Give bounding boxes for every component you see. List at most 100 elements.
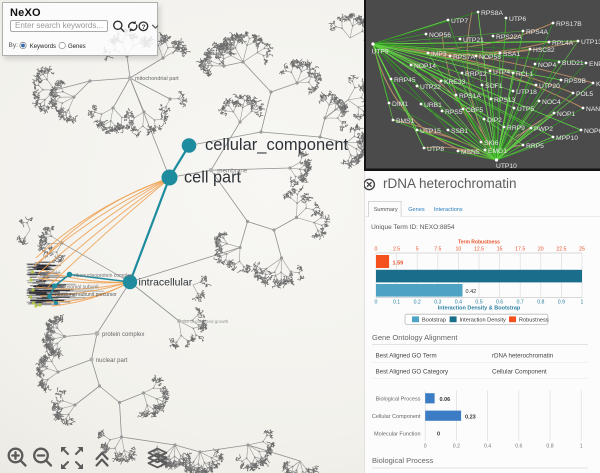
svg-text:15: 15 — [497, 247, 503, 253]
svg-text:RRP5: RRP5 — [526, 143, 544, 150]
svg-text:0.6: 0.6 — [515, 444, 522, 450]
svg-text:UTP5: UTP5 — [517, 106, 534, 113]
svg-text:protein complex: protein complex — [102, 332, 144, 338]
svg-text:RPS5: RPS5 — [445, 109, 463, 116]
svg-text:12.5: 12.5 — [474, 247, 484, 253]
svg-text:Biological Process: Biological Process — [376, 397, 421, 403]
svg-text:EMG1: EMG1 — [488, 148, 507, 155]
svg-text:Bootstrap: Bootstrap — [422, 318, 446, 324]
svg-text:Keywords: Keywords — [30, 44, 56, 50]
svg-text:Best Aligned GO Category: Best Aligned GO Category — [376, 369, 449, 376]
svg-text:CBF5: CBF5 — [466, 107, 483, 114]
svg-text:0.8: 0.8 — [537, 300, 544, 306]
svg-text:0.4: 0.4 — [455, 300, 462, 306]
svg-text:KRE33: KRE33 — [444, 79, 465, 86]
svg-text:UTP13: UTP13 — [581, 39, 600, 46]
svg-text:ENP1: ENP1 — [589, 61, 600, 68]
svg-text:NOP14: NOP14 — [414, 63, 436, 70]
svg-text:1: 1 — [580, 444, 583, 450]
svg-text:?: ? — [142, 24, 146, 31]
svg-text:RPS7A: RPS7A — [453, 54, 475, 61]
svg-text:BMS1: BMS1 — [396, 118, 414, 125]
svg-text:7.5: 7.5 — [434, 247, 441, 253]
svg-text:Robustness: Robustness — [519, 318, 549, 324]
svg-text:PWP2: PWP2 — [534, 126, 553, 133]
svg-text:Molecular Function: Molecular Function — [374, 431, 420, 437]
svg-text:UTP8: UTP8 — [427, 146, 444, 153]
svg-text:0: 0 — [437, 432, 440, 438]
svg-text:RPS17B: RPS17B — [556, 21, 582, 28]
svg-text:NOP56: NOP56 — [429, 32, 451, 39]
svg-text:SSA1: SSA1 — [503, 51, 520, 58]
svg-text:UTP6: UTP6 — [509, 16, 526, 23]
svg-text:IMP3: IMP3 — [431, 51, 447, 58]
svg-text:UTP7: UTP7 — [451, 18, 468, 25]
svg-text:POL5: POL5 — [576, 91, 593, 98]
svg-text:KRI1: KRI1 — [596, 81, 600, 88]
svg-text:SKI6: SKI6 — [484, 140, 499, 147]
svg-text:Cellular Component: Cellular Component — [492, 369, 547, 376]
svg-text:RCL1: RCL1 — [516, 71, 533, 78]
svg-text:Interaction Density: Interaction Density — [460, 318, 507, 324]
svg-text:22.5: 22.5 — [556, 247, 566, 253]
svg-text:0: 0 — [424, 444, 427, 450]
svg-text:ribosomal subunit: ribosomal subunit — [60, 285, 100, 291]
svg-text:0: 0 — [375, 300, 378, 306]
svg-text:RPS4A: RPS4A — [526, 29, 548, 36]
svg-text:RPS9B: RPS9B — [564, 78, 586, 85]
svg-text:UTP9: UTP9 — [372, 49, 389, 56]
svg-text:1: 1 — [581, 300, 584, 306]
svg-text:MSN5: MSN5 — [461, 149, 480, 156]
svg-text:RPS1A: RPS1A — [459, 93, 481, 100]
svg-text:ribosomal subunit precursor: ribosomal subunit precursor — [55, 292, 117, 298]
svg-text:mitochondrial part: mitochondrial part — [135, 76, 179, 82]
svg-text:0: 0 — [375, 247, 378, 253]
svg-text:Unique Term ID: NEXO:8854: Unique Term ID: NEXO:8854 — [371, 224, 455, 231]
svg-text:Best Aligned GO Term: Best Aligned GO Term — [376, 353, 437, 360]
svg-text:UTP18: UTP18 — [516, 89, 537, 96]
svg-text:DIM1: DIM1 — [392, 101, 408, 108]
svg-text:NOP58: NOP58 — [479, 54, 501, 61]
svg-text:cellular_component: cellular_component — [205, 136, 349, 154]
svg-text:20: 20 — [538, 247, 544, 253]
svg-text:0.23: 0.23 — [465, 414, 476, 420]
svg-text:NOP4: NOP4 — [538, 62, 556, 69]
svg-text:Interaction Density & Bootstra: Interaction Density & Bootstrap — [438, 306, 521, 312]
svg-text:0.2: 0.2 — [414, 300, 421, 306]
svg-text:BUD21: BUD21 — [562, 60, 584, 67]
svg-text:0.6: 0.6 — [496, 300, 503, 306]
svg-text:UTP4: UTP4 — [493, 69, 510, 76]
svg-text:0.9: 0.9 — [558, 300, 565, 306]
svg-text:0.42: 0.42 — [466, 289, 477, 295]
svg-text:site of polarized growth: site of polarized growth — [182, 319, 229, 324]
svg-text:Genes: Genes — [408, 207, 425, 213]
svg-text:Summary: Summary — [374, 207, 398, 213]
svg-text:0.8: 0.8 — [546, 444, 553, 450]
svg-text:HSC82: HSC82 — [533, 47, 555, 54]
svg-text:RRP9: RRP9 — [507, 125, 525, 132]
svg-text:RPS8A: RPS8A — [481, 10, 503, 17]
svg-text:UTP21: UTP21 — [463, 37, 484, 44]
svg-text:nuclear part: nuclear part — [96, 358, 128, 364]
svg-text:0.4: 0.4 — [484, 444, 491, 450]
svg-text:Cellular Component: Cellular Component — [372, 414, 421, 420]
svg-text:SSB1: SSB1 — [451, 128, 468, 135]
svg-text:0.2: 0.2 — [453, 444, 460, 450]
svg-text:RPL4A: RPL4A — [552, 40, 574, 47]
svg-text:RPS22A: RPS22A — [496, 34, 522, 41]
svg-text:Term Robustness: Term Robustness — [458, 240, 500, 246]
svg-text:UTP15: UTP15 — [420, 128, 441, 135]
svg-text:cell part: cell part — [184, 169, 241, 187]
svg-text:NOP1: NOP1 — [557, 111, 575, 118]
svg-text:RPS13: RPS13 — [494, 97, 515, 104]
svg-text:intracellular: intracellular — [139, 277, 193, 289]
svg-text:0.1: 0.1 — [393, 300, 400, 306]
svg-text:RPS1A: RPS1A — [46, 270, 61, 275]
svg-text:membrane: membrane — [217, 168, 248, 175]
svg-text:1.59: 1.59 — [393, 261, 404, 267]
svg-text:Biological Process: Biological Process — [372, 456, 434, 465]
svg-text:0.06: 0.06 — [440, 397, 451, 403]
svg-text:0.3: 0.3 — [434, 300, 441, 306]
svg-text:RRP45: RRP45 — [394, 77, 416, 84]
svg-text:0.5: 0.5 — [475, 300, 482, 306]
